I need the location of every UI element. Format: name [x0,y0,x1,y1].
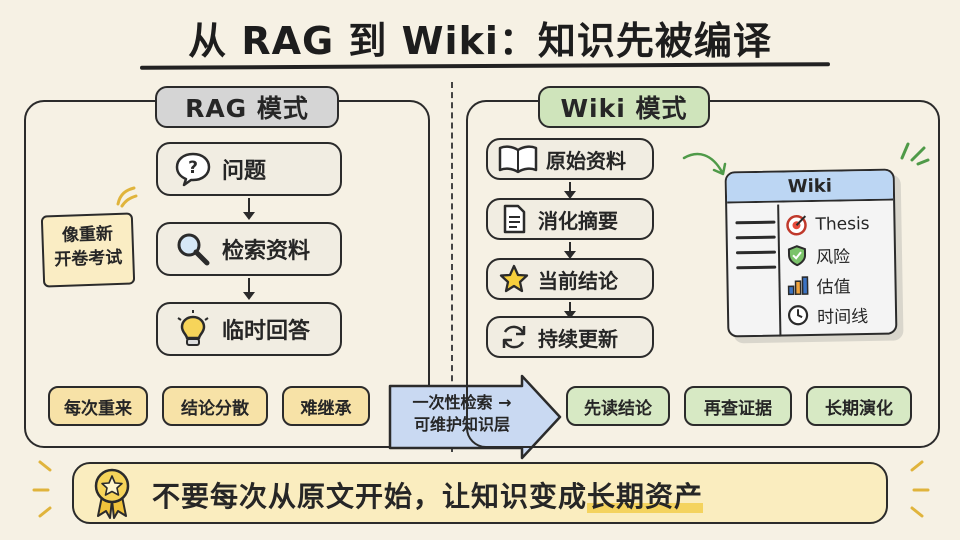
wiki-item-thesis: Thesis [785,209,870,240]
rag-step-question-label: 问题 [222,159,267,184]
wiki-item-thesis-label: Thesis [815,213,870,235]
wiki-card-list: Thesis 风险 估值 时间线 [785,209,871,330]
note-line-2: 开卷考试 [53,247,123,271]
wiki-step-conclusion-label: 当前结论 [538,268,618,293]
wiki-step-update-label: 持续更新 [538,326,618,351]
wiki-card-divider [777,204,782,337]
refresh-icon [502,325,526,349]
wiki-tag-evolve: 长期演化 [806,386,912,426]
note-line-1: 像重新 [61,224,114,246]
wiki-tag-read-conclusion: 先读结论 [566,386,670,426]
bottom-banner [72,462,888,524]
rag-mode-label: RAG 模式 [155,86,339,128]
wiki-card-title: Wiki [726,170,894,204]
wiki-item-valuation: 估值 [786,269,871,300]
rag-tag-hard-to-inherit: 难继承 [282,386,370,426]
svg-text:?: ? [188,158,198,178]
curved-arrow-icon [682,152,727,176]
rag-step-answer-label: 临时回答 [222,319,311,344]
rag-sticky-note: 像重新 开卷考试 [40,212,136,288]
document-icon [503,204,526,234]
wiki-card: Wiki Thesis 风险 [724,168,898,338]
rag-step-answer: 临时回答 [156,302,342,356]
target-icon [786,214,807,236]
award-badge-icon [94,468,130,519]
wiki-item-risk: 风险 [786,239,871,270]
lightbulb-icon [177,310,209,346]
banner-text: 不要每次从原文开始，让知识变成长期资产 [152,475,704,515]
wiki-item-risk-label: 风险 [815,246,851,268]
sparkle-icon [900,142,930,166]
wiki-tag-check-evidence: 再查证据 [684,386,792,426]
wiki-item-valuation-label: 估值 [816,276,851,298]
wiki-item-timeline: 时间线 [787,299,872,330]
bridge-line-1: 一次性检索 → [412,393,512,412]
page-title: 从 RAG 到 Wiki：知识先被编译 [188,19,772,63]
star-icon [499,264,529,293]
rag-step-search: 检索资料 [156,222,342,276]
shield-icon [787,245,807,267]
wiki-step-conclusion: 当前结论 [486,258,654,300]
rag-step-search-label: 检索资料 [222,239,311,264]
wiki-step-digest: 消化摘要 [486,198,654,240]
wiki-mode-label: Wiki 模式 [538,86,710,128]
bridge-arrow-shape [388,374,562,460]
rag-tag-scattered: 结论分散 [162,386,268,426]
sparkle-icon [32,460,52,518]
wiki-step-source-label: 原始资料 [546,148,626,173]
sparkle-icon [910,460,930,518]
banner-highlight-text: 长期资产 [587,480,704,513]
clock-icon [787,305,809,326]
question-bubble-icon: ? [175,152,211,187]
wiki-step-source: 原始资料 [486,138,654,180]
wiki-step-digest-label: 消化摘要 [538,208,618,233]
sparkle-icon [116,186,138,208]
bar-chart-icon [787,276,809,296]
rag-tag-restart: 每次重来 [48,386,148,426]
wiki-card-sidebar [735,217,777,318]
magnifier-icon [177,233,210,266]
banner-main-text: 不要每次从原文开始，让知识变成 [152,480,588,513]
wiki-step-update: 持续更新 [486,316,654,358]
center-divider [451,82,453,452]
open-book-icon [498,145,538,174]
rag-step-question: ? 问题 [156,142,342,196]
wiki-item-timeline-label: 时间线 [816,306,869,328]
